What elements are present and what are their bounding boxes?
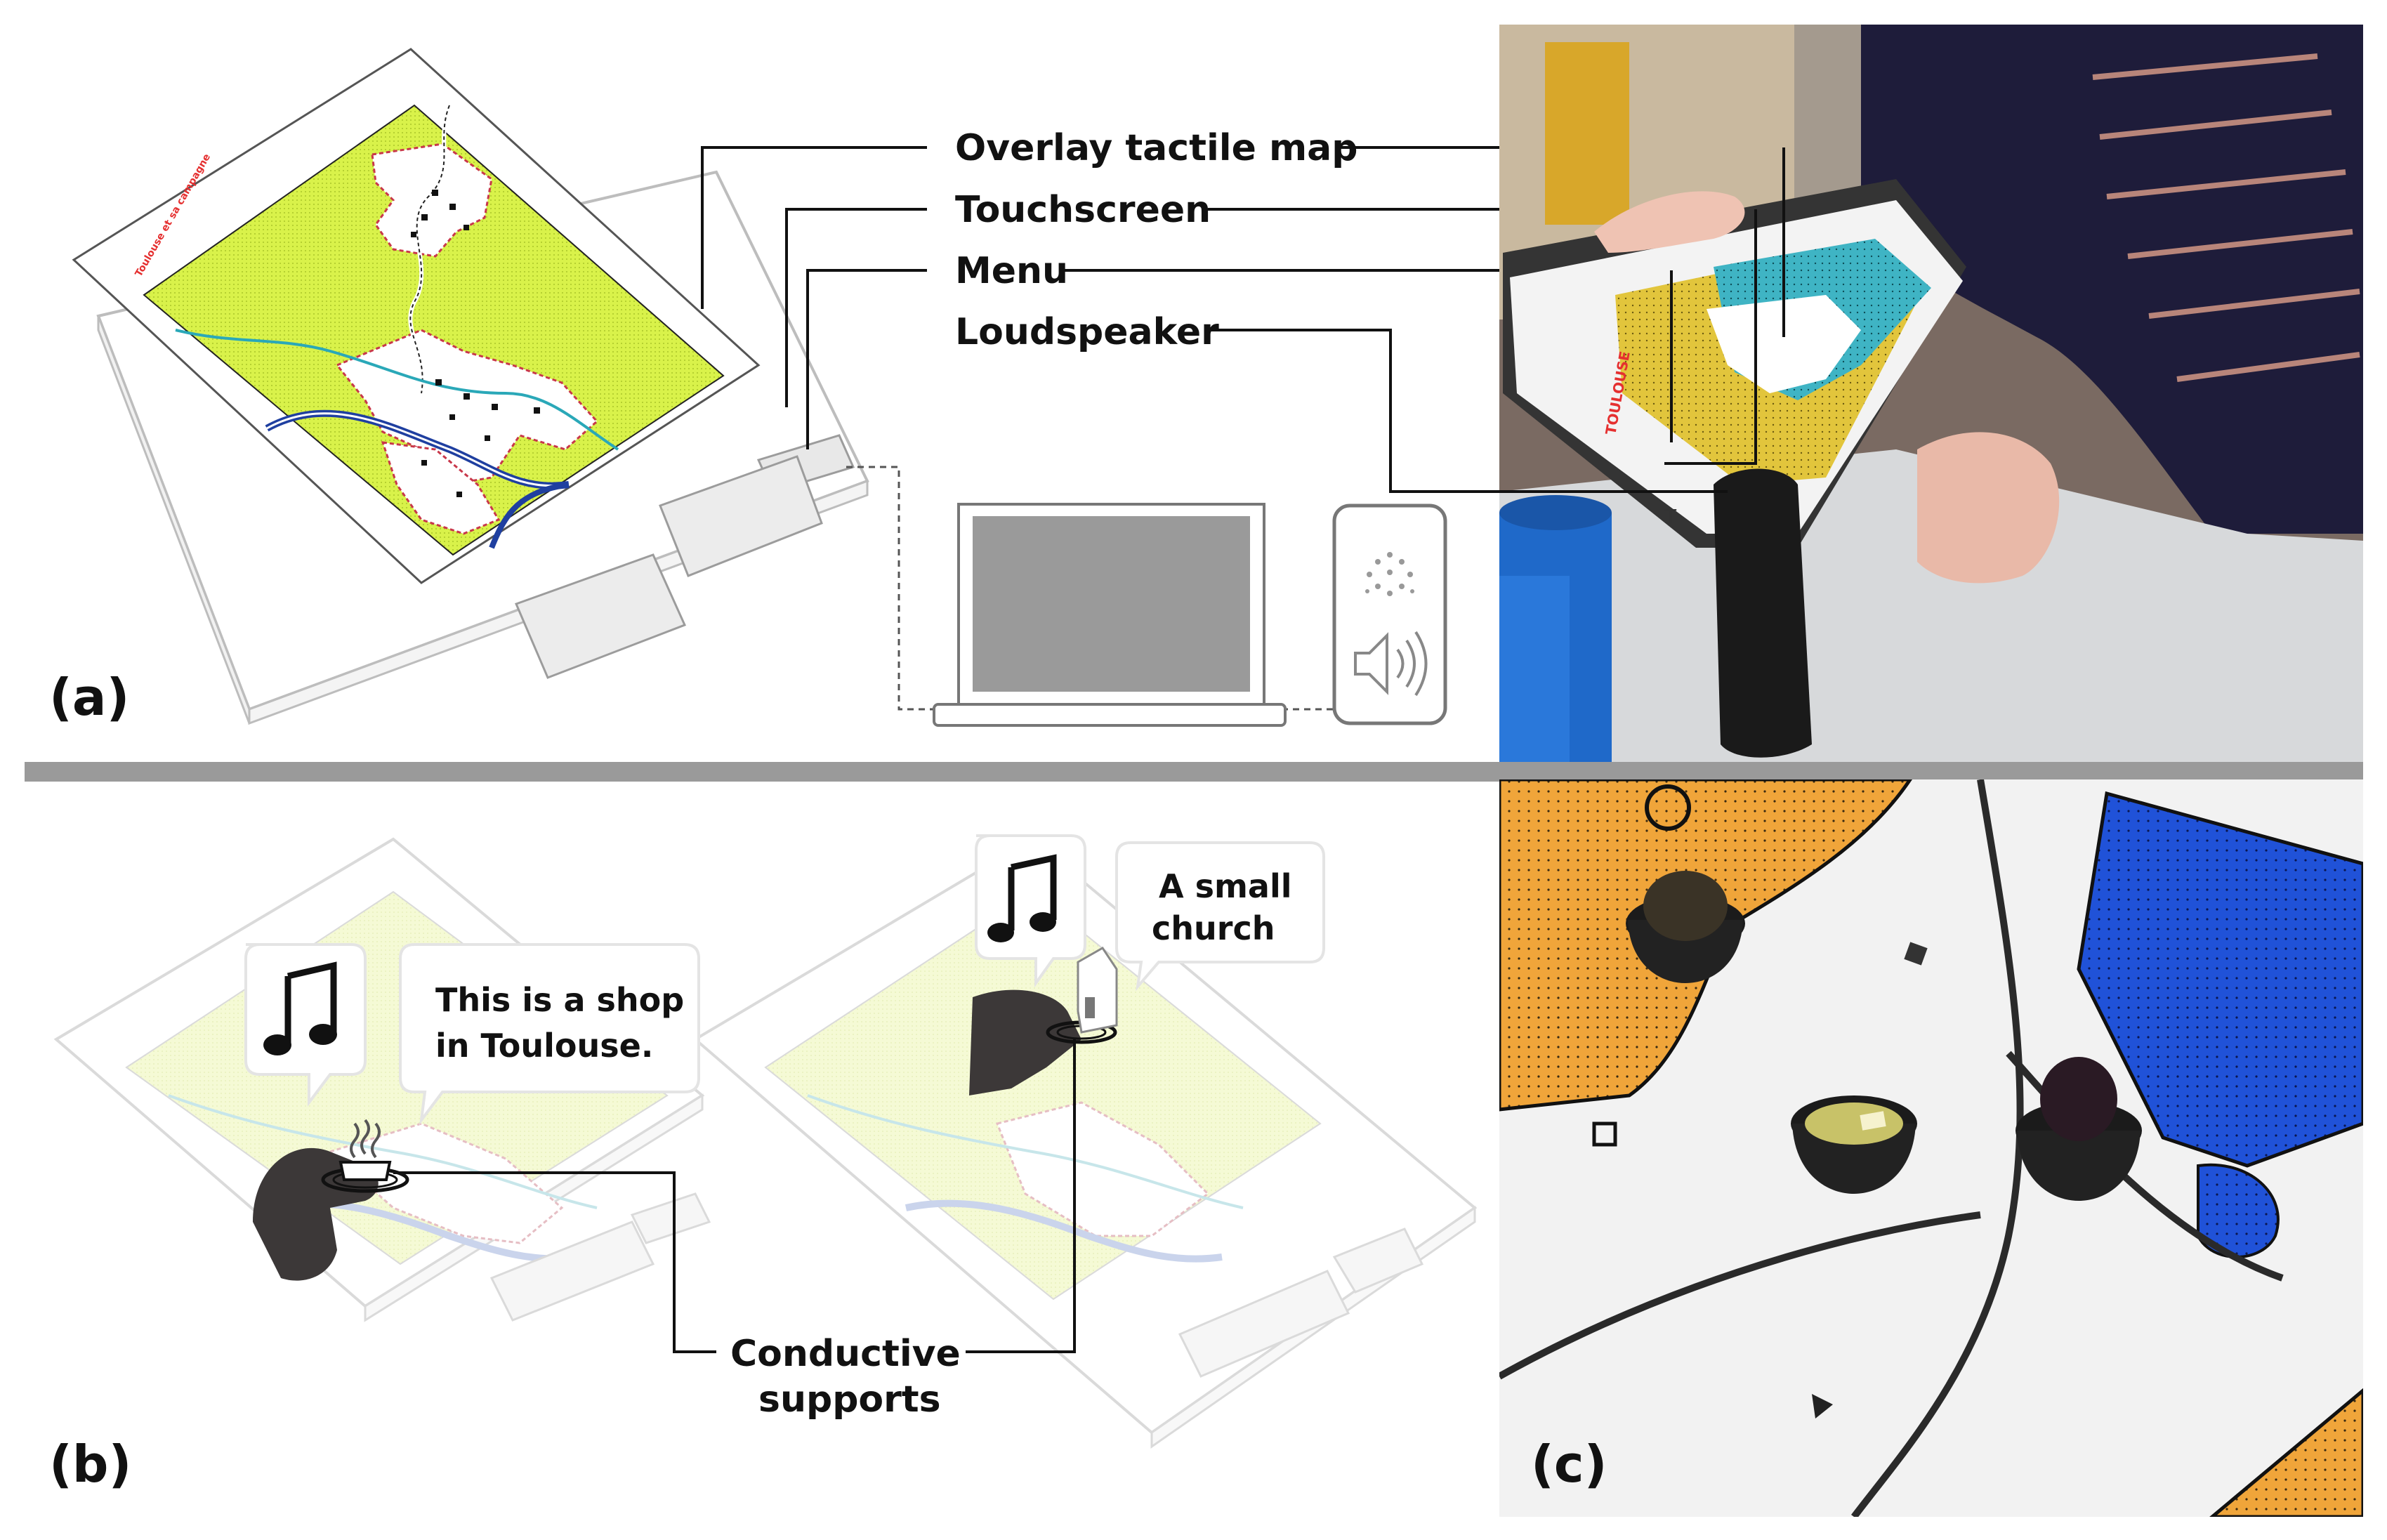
hand-icon <box>253 1147 379 1281</box>
panel-label-c: (c) <box>1531 1435 1607 1494</box>
bubble-church-line1: A small <box>1159 867 1292 905</box>
speech-bubble-shop: This is a shop in Toulouse. <box>399 943 700 1126</box>
speaker-icon <box>1332 504 1447 725</box>
label-touchscreen: Touchscreen <box>955 189 1211 231</box>
bubble-shop-line2: in Toulouse. <box>435 1027 653 1065</box>
hand-holding-church <box>969 947 1118 1095</box>
menu-button-mid <box>659 455 823 577</box>
label-overlay-tactile-map: Overlay tactile map <box>955 127 1357 169</box>
map-land <box>143 104 725 556</box>
speech-bubble-church: A small church <box>1115 841 1325 992</box>
label-conductive: Conductive <box>730 1333 961 1375</box>
map-district-south <box>381 441 501 535</box>
music-note-icon <box>263 961 337 1055</box>
device-illustration: Toulouse et sa campagne <box>72 48 869 725</box>
divider-bar <box>25 762 2363 782</box>
map-district-center <box>335 329 599 486</box>
music-bubble-left <box>244 943 367 1107</box>
panel-label-b: (b) <box>49 1435 131 1494</box>
laptop-icon <box>933 503 1287 727</box>
hand-icon-right <box>969 989 1081 1095</box>
cable-tablet-laptop <box>846 466 934 711</box>
menu-button-low <box>514 553 687 679</box>
bubble-shop-line1: This is a shop <box>435 981 684 1019</box>
music-bubble-right <box>975 834 1086 988</box>
map-district-north <box>371 143 493 258</box>
callout-lines-b <box>393 1039 1076 1353</box>
label-loudspeaker: Loudspeaker <box>955 311 1219 353</box>
church-icon <box>1077 947 1118 1034</box>
bubble-church-line2: church <box>1152 909 1275 947</box>
photo-letter-t: T <box>1664 505 1677 528</box>
cup-icon <box>321 1119 409 1193</box>
music-note-icon-right <box>987 854 1057 942</box>
panel-label-a: (a) <box>49 668 129 727</box>
label-supports: supports <box>758 1378 941 1421</box>
hand-holding-cup <box>253 1119 409 1281</box>
map-points <box>411 190 540 497</box>
device-illustration-right <box>692 837 1478 1449</box>
photo-child-using-device: T TOULOUSE <box>1499 25 2363 762</box>
photo-scented-supports <box>1499 779 2363 1517</box>
label-menu: Menu <box>955 250 1068 292</box>
